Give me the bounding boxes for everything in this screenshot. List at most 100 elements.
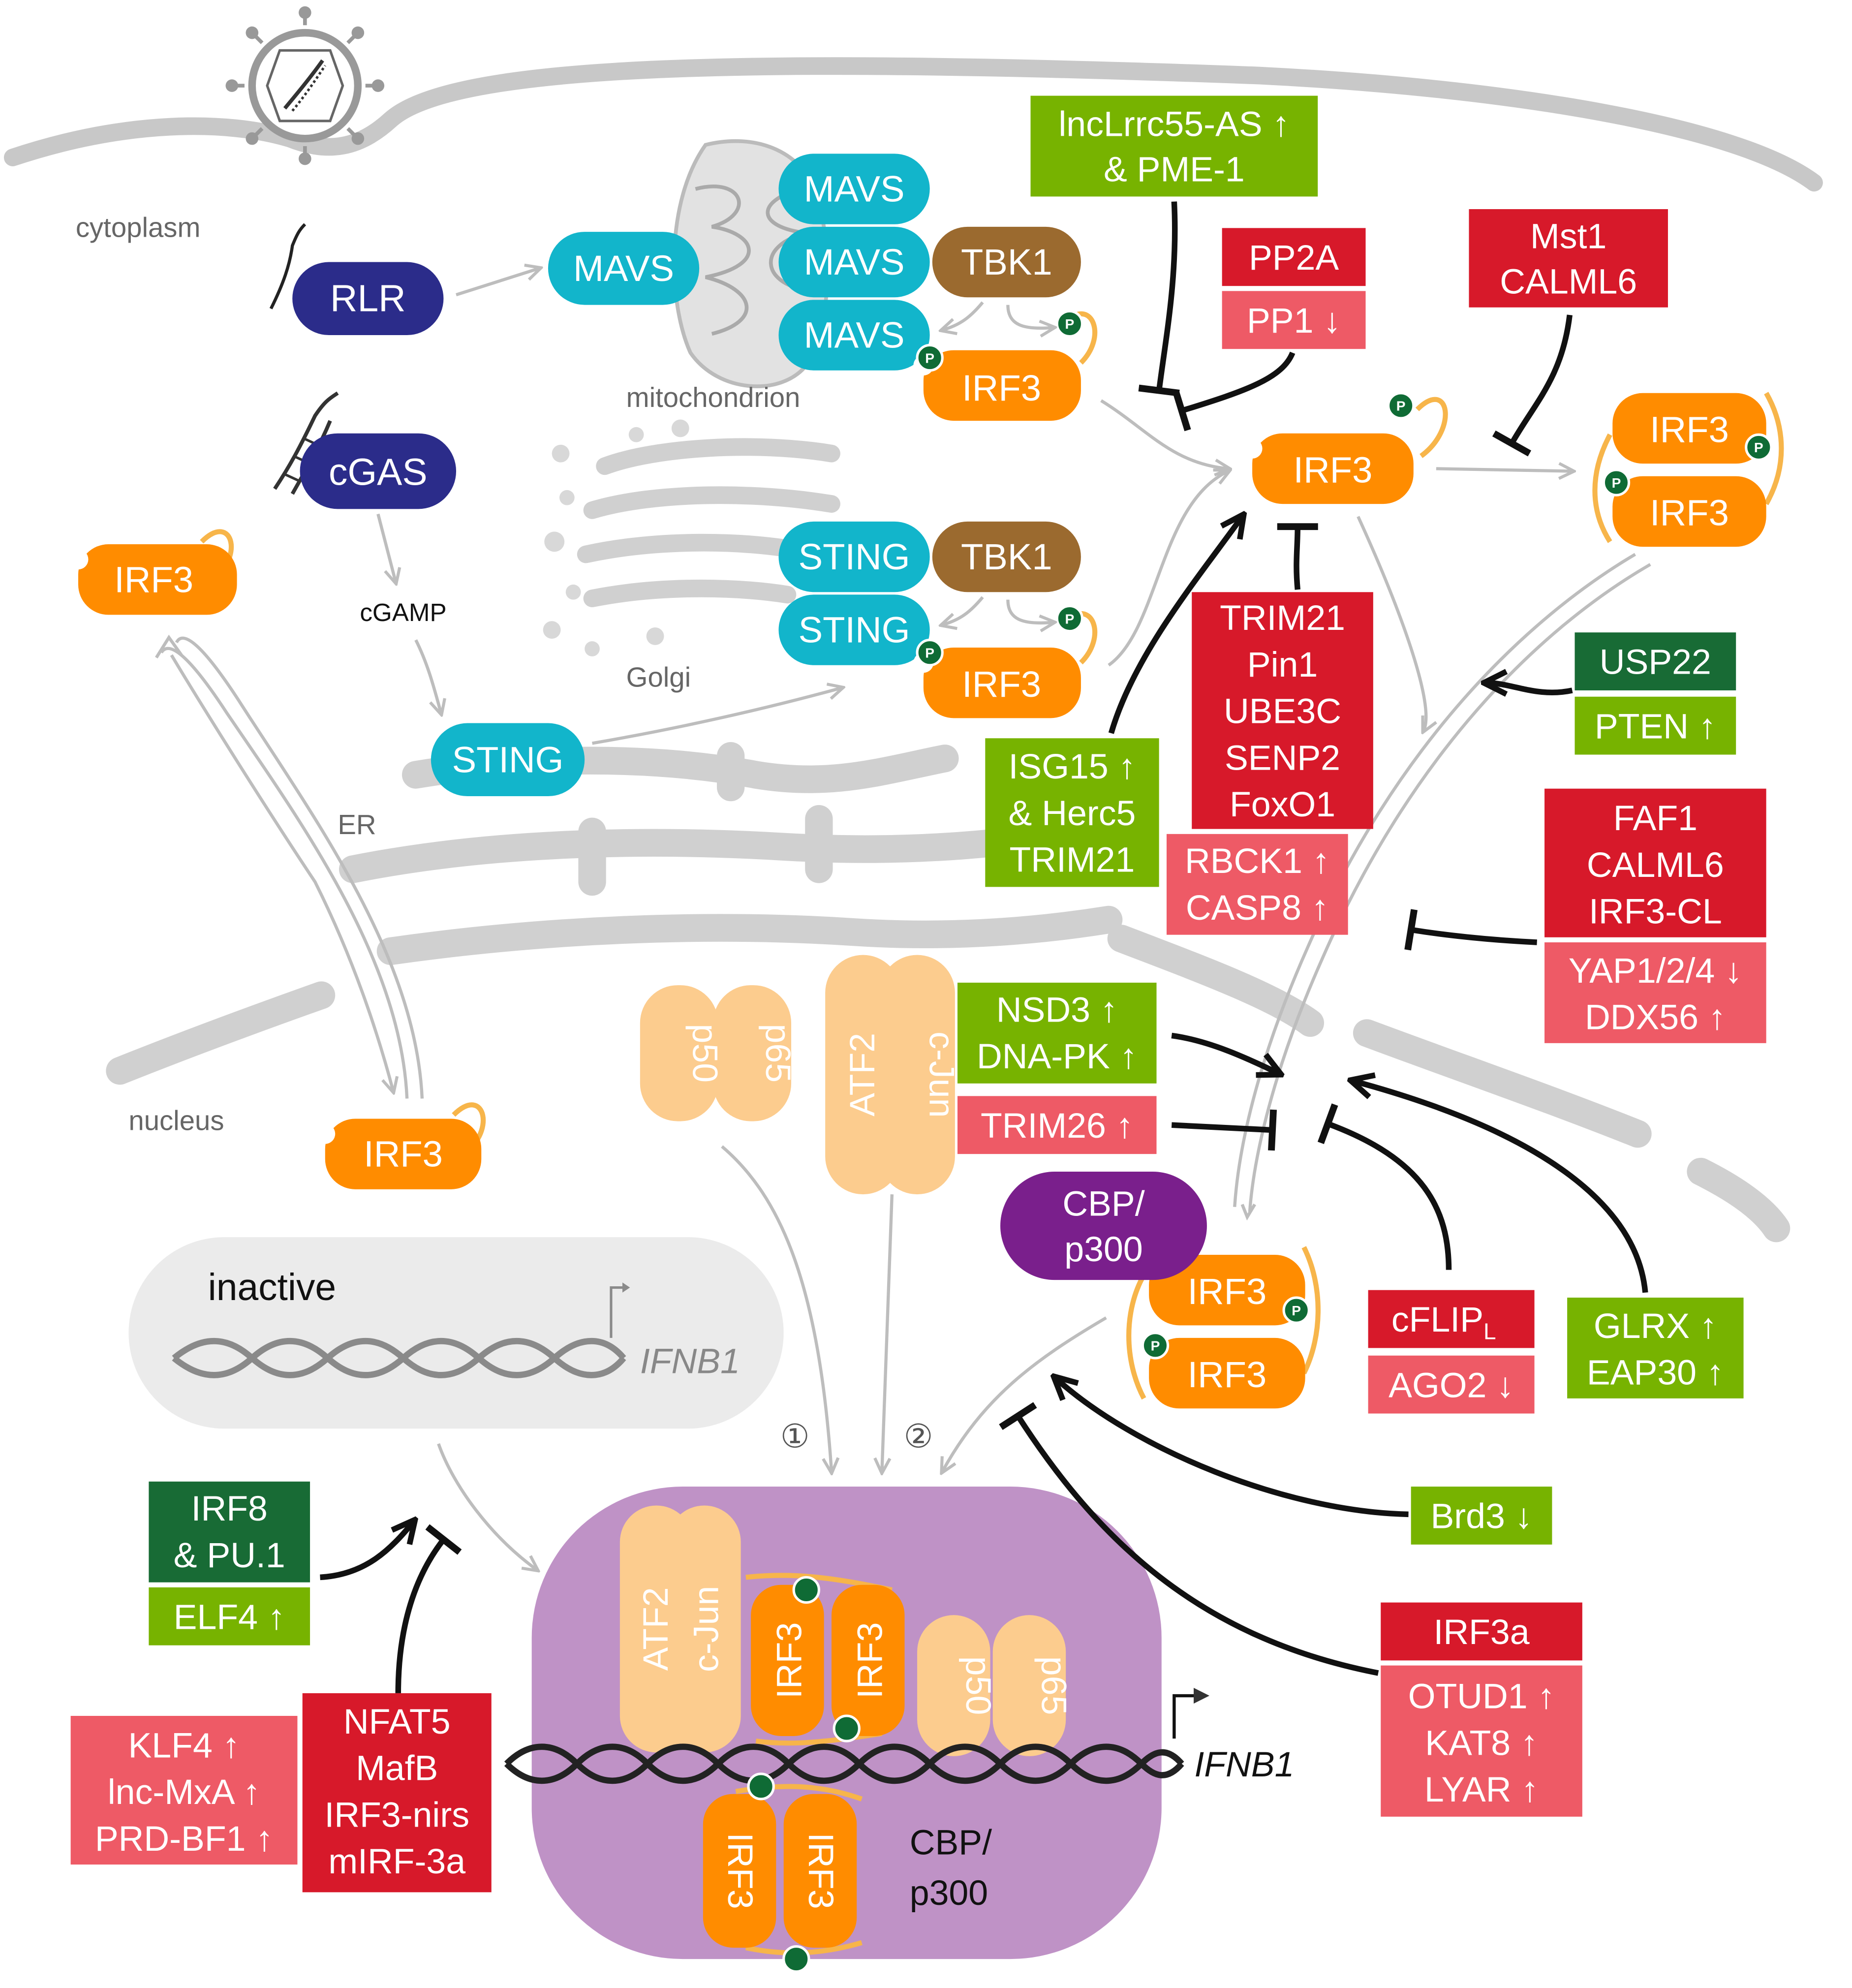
regulator-line: lncLrrc55-AS ↑ — [1058, 105, 1290, 144]
regulator-faf1-group: FAF1 CALML6 IRF3-CL — [1544, 788, 1766, 937]
irf3-golgi: IRF3 — [913, 611, 1098, 718]
cjun-label: c-Jun — [922, 1031, 961, 1118]
regulator-line: YAP1/2/4 ↓ — [1569, 951, 1742, 991]
regulator-nsd3-group: NSD3 ↑ DNA-PK ↑ — [957, 982, 1157, 1084]
irf3-nuclear-monomer: IRF3 — [315, 1102, 486, 1189]
regulator-line: PRD-BF1 ↑ — [95, 1819, 273, 1859]
tbk1-golgi: TBK1 — [932, 521, 1081, 592]
regulator-pten: PTEN ↑ — [1574, 696, 1736, 755]
regulator-line: GLRX ↑ — [1594, 1306, 1717, 1346]
bound-p50-p65: p50 p65 — [917, 1615, 1074, 1756]
virus-icon — [225, 6, 385, 165]
regulator-mst1: Mst1 CALML6 — [1469, 209, 1668, 308]
regulator-rbck1-group: RBCK1 ↑ CASP8 ↑ — [1166, 834, 1348, 935]
irf3-label: IRF3 — [720, 1833, 760, 1909]
enhanceosome: ATF2 c-Jun IRF3 IRF3 p50 p65 — [504, 1487, 1210, 1973]
irf3-label: IRF3 — [962, 664, 1041, 705]
bound-atf2-cjun: ATF2 c-Jun — [619, 1505, 741, 1753]
mavs-label: MAVS — [573, 248, 674, 289]
golgi-vesicles — [543, 419, 689, 656]
p65-label: p65 — [1034, 1656, 1074, 1715]
regulator-line: mIRF-3a — [328, 1842, 465, 1881]
mavs-mito-3: MAVS — [778, 300, 930, 371]
cytoplasm-label: cytoplasm — [76, 212, 201, 243]
regulator-otud1-group: OTUD1 ↑ KAT8 ↑ LYAR ↑ — [1381, 1665, 1582, 1817]
regulator-line: IRF3a — [1433, 1613, 1529, 1652]
regulator-line: CALML6 — [1500, 262, 1637, 302]
regulator-line: LYAR ↑ — [1424, 1770, 1539, 1809]
regulator-line: PP1 ↓ — [1247, 301, 1341, 341]
regulator-line: CASP8 ↑ — [1186, 888, 1329, 928]
regulator-line: & PU.1 — [174, 1536, 285, 1575]
regulator-line: & Herc5 — [1009, 794, 1136, 833]
mavs-label: MAVS — [804, 169, 905, 210]
regulator-line: Pin1 — [1247, 645, 1318, 684]
regulator-nfat5-group: NFAT5 MafB IRF3-nirs mIRF-3a — [302, 1693, 492, 1893]
regulation-lines — [320, 201, 1648, 1693]
rlr-label: RLR — [330, 277, 406, 319]
regulator-line: MafB — [356, 1749, 438, 1788]
regulator-line: Brd3 ↓ — [1430, 1497, 1532, 1536]
regulator-line: lnc-MxA ↑ — [108, 1772, 261, 1812]
sting-golgi-1: STING — [778, 521, 930, 592]
regulator-line: cFLIPL — [1391, 1300, 1496, 1344]
irf3-label: IRF3 — [1650, 493, 1729, 533]
cgamp-label: cGAMP — [360, 598, 446, 626]
nucleus-label: nucleus — [128, 1105, 224, 1136]
phospho-label: P — [1754, 440, 1763, 455]
regulator-line: TRIM21 — [1010, 840, 1135, 880]
irf3-cytoplasm-left: IRF3 — [68, 529, 237, 615]
pathway-arrows — [376, 268, 1572, 1570]
rlr-node: RLR — [292, 262, 444, 336]
mavs-label: MAVS — [804, 315, 905, 356]
regulator-line: PTEN ↑ — [1595, 707, 1716, 746]
mavs-mito-1: MAVS — [778, 154, 930, 224]
regulator-irf8-group: IRF8 & PU.1 — [149, 1481, 310, 1583]
regulator-yap-group: YAP1/2/4 ↓ DDX56 ↑ — [1544, 942, 1766, 1043]
regulator-line: PP2A — [1249, 238, 1339, 278]
active-dna-icon — [504, 1743, 1184, 1784]
sting-golgi-2: STING — [778, 594, 930, 665]
regulator-line: RBCK1 ↑ — [1185, 841, 1330, 881]
sting-label: STING — [799, 610, 910, 651]
mitochondrion-label: mitochondrion — [626, 382, 801, 413]
regulator-elf4: ELF4 ↑ — [149, 1587, 310, 1646]
irf3-phospho-monomer: IRF3 — [1242, 397, 1448, 504]
regulator-line: OTUD1 ↑ — [1408, 1677, 1555, 1716]
regulator-line: ELF4 ↑ — [174, 1597, 285, 1637]
phospho-label: P — [1065, 611, 1074, 626]
bound-irf3-lower: IRF3 IRF3 — [703, 1772, 863, 1973]
cbp-label-line1: CBP/ — [1062, 1184, 1144, 1224]
regulator-line: CALML6 — [1587, 845, 1724, 885]
plasma-membrane — [3, 57, 1823, 192]
sting-label: STING — [452, 739, 564, 780]
mavs-cytosolic: MAVS — [548, 232, 700, 305]
gene-label-inactive: IFNB1 — [640, 1342, 740, 1381]
phospho-label: P — [1612, 475, 1621, 491]
regulator-line: TRIM26 ↑ — [981, 1106, 1134, 1146]
phospho-label: P — [1396, 399, 1406, 414]
irf3-label: IRF3 — [1650, 409, 1729, 450]
phospho-badges: P P P P P P P P P — [916, 310, 1773, 1360]
irf3-dimer-nucleus: IRF3 IRF3 — [1126, 1246, 1321, 1409]
cbp-label-line2: p300 — [1064, 1230, 1142, 1269]
regulator-line: USP22 — [1600, 643, 1711, 682]
viral-rna-icon — [269, 223, 307, 310]
cjun-label: c-Jun — [687, 1586, 726, 1672]
inactive-label: inactive — [208, 1266, 336, 1308]
cbp-label-line1: CBP/ — [910, 1823, 992, 1863]
cgas-node: cGAS — [300, 433, 457, 509]
regulator-pp2a: PP2A — [1222, 228, 1366, 286]
regulator-isg15-group: ISG15 ↑ & Herc5 TRIM21 — [985, 738, 1159, 887]
regulator-glrx-group: GLRX ↑ EAP30 ↑ — [1567, 1298, 1744, 1398]
irf3-label: IRF3 — [1187, 1354, 1266, 1395]
sting-er: STING — [431, 723, 585, 797]
gene-label-active: IFNB1 — [1194, 1745, 1294, 1784]
atf2-label: ATF2 — [636, 1587, 676, 1671]
irf3-label: IRF3 — [962, 368, 1041, 408]
phospho-label: P — [1151, 1338, 1160, 1354]
regulator-trim21-group: TRIM21 Pin1 UBE3C SENP2 FoxO1 — [1192, 592, 1373, 829]
cgas-label: cGAS — [329, 451, 428, 494]
regulator-ago2: AGO2 ↓ — [1368, 1355, 1535, 1414]
